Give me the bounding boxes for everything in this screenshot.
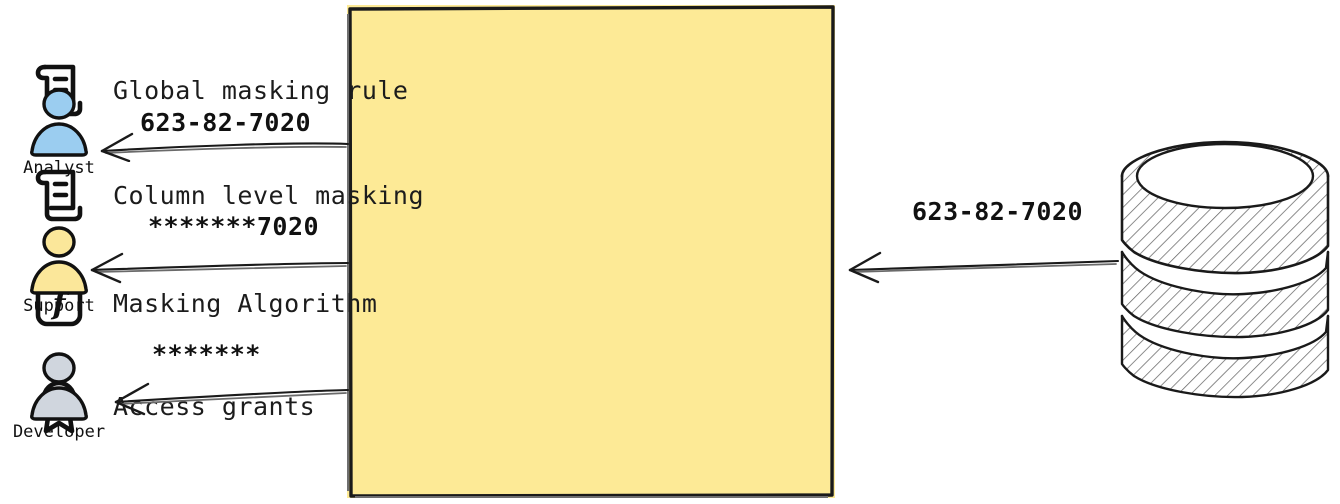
person-icon (30, 226, 88, 295)
person-icon (30, 352, 88, 421)
arrow-label-analyst: 623-82-7020 (140, 108, 312, 137)
arrow-left-icon (848, 251, 1120, 284)
arrow-left-icon (114, 382, 350, 416)
policy-item-column-level-masking[interactable]: Column level masking (33, 167, 473, 223)
policy-item-global-masking-rule[interactable]: Global masking rule (33, 62, 473, 118)
policy-item-label: Column level masking (113, 180, 425, 210)
arrow-label-support: *******7020 (148, 212, 320, 241)
arrow-left-icon (100, 132, 350, 163)
arrow-left-icon (90, 252, 350, 284)
arrow-label-developer: ******* (152, 340, 261, 369)
arrow-panel-to-analyst (96, 110, 352, 163)
actor-analyst[interactable]: Analyst (4, 84, 114, 178)
actor-label: Developer (12, 422, 106, 442)
policy-item-masking-algorithm[interactable]: f Masking Algorithm (33, 275, 473, 331)
actor-label: Analyst (23, 158, 95, 178)
person-icon (30, 88, 88, 157)
arrow-panel-to-support (80, 240, 352, 292)
policy-item-label: Masking Algorithm (113, 288, 378, 318)
actor-label: Support (23, 296, 95, 316)
database-layer-top (1120, 140, 1330, 275)
actor-support[interactable]: Support (4, 222, 114, 316)
scroll-icon (35, 169, 83, 222)
database-cylinder-icon[interactable] (1108, 120, 1340, 400)
actor-developer[interactable]: Developer (4, 348, 114, 442)
arrow-label-database: 623-82-7020 (912, 197, 1084, 226)
policy-item-label: Global masking rule (113, 75, 409, 105)
arrow-database-to-panel (842, 236, 1122, 288)
arrow-panel-to-developer (108, 366, 352, 418)
